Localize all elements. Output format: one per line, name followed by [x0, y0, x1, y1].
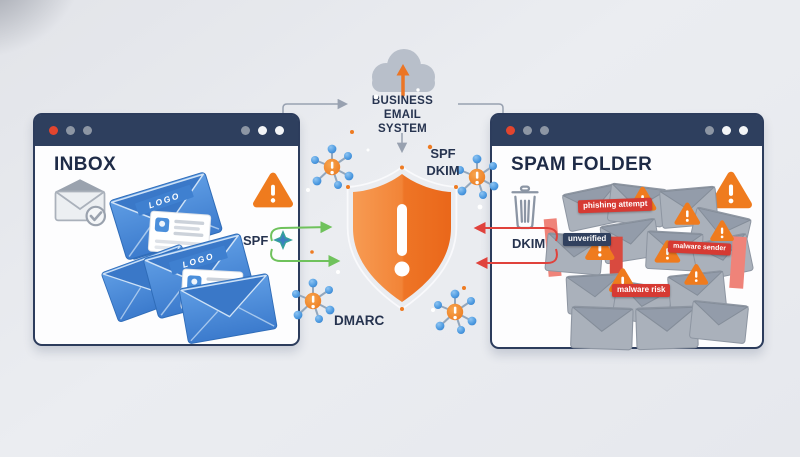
branded-envelopes-illustration: LOGO LOGO [100, 171, 278, 345]
red-ribbon [729, 236, 747, 289]
window-dot-gray [540, 126, 549, 135]
verified-mail-icon [54, 179, 107, 227]
trash-icon [511, 185, 539, 230]
window-dot-red [506, 126, 515, 135]
window-controls-left [506, 126, 549, 135]
window-controls-right [705, 126, 748, 135]
window-dot-red [49, 126, 58, 135]
threat-molecule-icon [433, 288, 478, 335]
system-to-spam-connector [458, 103, 504, 113]
window-dot-gray [241, 126, 250, 135]
inbox-window: INBOX LOGO [33, 113, 300, 346]
window-dot-white [258, 126, 267, 135]
threat-molecule-icon [310, 143, 355, 190]
inbox-to-system-connector [282, 98, 349, 113]
tag-malware-risk: malware risk [612, 284, 671, 297]
dmarc-label: DMARC [334, 313, 385, 328]
exclamation-icon [397, 204, 407, 256]
window-dot-gray [83, 126, 92, 135]
threat-molecule-icon [291, 277, 336, 324]
spam-pile-illustration [543, 182, 755, 351]
spam-window: SPAM FOLDER DKIM [490, 113, 764, 351]
contact-card [147, 210, 212, 256]
spf-label: SPF [243, 232, 269, 248]
spf-token-icon [273, 230, 294, 250]
cloud-icon [372, 49, 435, 97]
spam-title: SPAM FOLDER [511, 154, 653, 175]
security-shield-icon [346, 165, 458, 311]
tag-phishing-attempt: phishing attempt [577, 197, 653, 214]
warning-triangle-icon [251, 170, 295, 210]
spf-check-group: SPF [243, 228, 294, 252]
inbox-titlebar [35, 115, 298, 146]
window-dot-gray [523, 126, 532, 135]
spam-titlebar [492, 115, 762, 146]
business-email-system-label: BUSINESS EMAIL SYSTEM [371, 95, 434, 135]
window-controls-right [241, 126, 284, 135]
window-dot-white [739, 126, 748, 135]
window-controls-left [49, 126, 92, 135]
spf-dkim-label: SPF DKIM [426, 146, 460, 178]
window-dot-white [275, 126, 284, 135]
window-dot-white [722, 126, 731, 135]
inbox-title: INBOX [54, 154, 117, 175]
window-dot-gray [66, 126, 75, 135]
tag-unverified: unverified [563, 233, 612, 246]
dkim-label: DKIM [512, 236, 546, 251]
window-dot-gray [705, 126, 714, 135]
